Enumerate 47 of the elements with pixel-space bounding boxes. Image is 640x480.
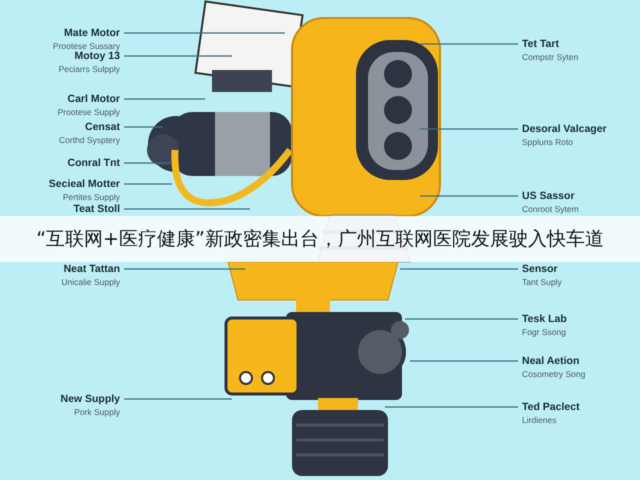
leader-line (400, 268, 518, 270)
part-description: Lirdienes (522, 414, 556, 426)
leader-line (124, 208, 250, 210)
part-name: Neat Tattan (64, 263, 120, 275)
part-name: Neal Aetion (522, 355, 580, 367)
part-name: Conral Tnt (68, 157, 120, 169)
leader-line (124, 32, 285, 34)
leader-line (385, 406, 518, 408)
part-name: Desoral Valcager (522, 123, 607, 135)
leader-line (124, 162, 172, 164)
leader-line (410, 360, 518, 362)
caption: “互联网+医疗健康”新政密集出台，广州互联网医院发展驶入快车道 (36, 227, 604, 252)
leader-line (420, 128, 518, 130)
leader-line (124, 55, 232, 57)
part-name: Censat (84, 121, 120, 133)
part-description: Prootese Supply (58, 106, 120, 118)
leader-line (420, 43, 518, 45)
leader-line (124, 268, 245, 270)
part-name: Tet Tart (522, 38, 559, 50)
part-name: Tesk Lab (522, 313, 567, 325)
leader-line (124, 183, 172, 185)
part-name: Motoy 13 (74, 50, 120, 62)
part-name: Teat Stoll (74, 203, 120, 215)
part-description: Pertites Supply (62, 191, 120, 203)
part-description: Unicalie Supply (61, 276, 120, 288)
part-description: Fogr Ssong (522, 326, 566, 338)
part-description: Cosometry Song (522, 368, 586, 380)
part-name: Carl Motor (68, 93, 120, 105)
part-description: Prootese Sussary (52, 40, 120, 52)
part-description: Conroot Sytem (522, 203, 579, 215)
leader-line (124, 398, 232, 400)
part-description: Pork Supply (74, 406, 120, 418)
leader-line (420, 195, 518, 197)
part-name: Sensor (522, 263, 558, 275)
leader-line (124, 126, 163, 128)
part-name: Secieal Motter (48, 178, 120, 190)
part-description: Corthd Sysptery (59, 134, 120, 146)
leader-line (124, 98, 205, 100)
part-name: Ted Paclect (522, 401, 580, 413)
part-description: Compstr Syten (522, 51, 578, 63)
leader-line (405, 318, 518, 320)
part-description: Tant Suply (522, 276, 562, 288)
part-name: Mate Motor (64, 27, 120, 39)
part-name: US Sassor (522, 190, 575, 202)
part-name: New Supply (60, 393, 120, 405)
part-description: Peciarrs Sulpply (58, 63, 120, 75)
part-description: Sppluns Roto (522, 136, 574, 148)
